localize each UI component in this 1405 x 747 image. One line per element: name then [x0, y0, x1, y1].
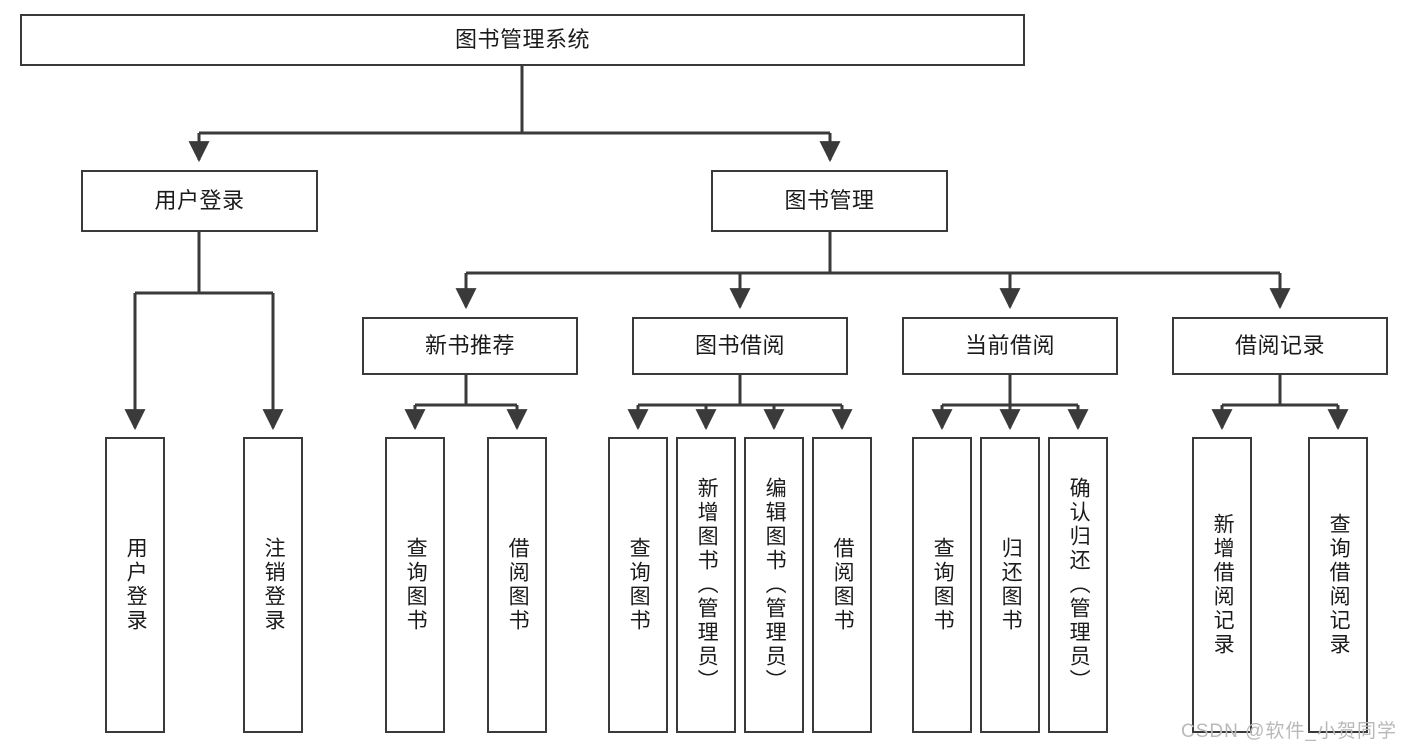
node-leaf-add-book[interactable]: 新增图书（管理员）: [676, 437, 736, 733]
node-book-borrow[interactable]: 图书借阅: [632, 317, 848, 375]
node-label: 当前借阅: [964, 332, 1055, 358]
node-borrow-record[interactable]: 借阅记录: [1172, 317, 1388, 375]
node-leaf-query-book-1[interactable]: 查询图书: [385, 437, 445, 733]
node-label: 用户登录: [154, 187, 245, 213]
node-leaf-query-book-2[interactable]: 查询图书: [608, 437, 668, 733]
node-leaf-add-record[interactable]: 新增借阅记录: [1192, 437, 1252, 733]
node-label: 确认归还（管理员）: [1067, 477, 1091, 693]
node-user-login[interactable]: 用户登录: [81, 170, 318, 232]
node-label: 查询图书: [404, 537, 428, 633]
watermark-text: CSDN @软件_小贺同学: [1181, 721, 1397, 742]
node-label: 查询图书: [627, 537, 651, 633]
node-leaf-edit-book[interactable]: 编辑图书（管理员）: [744, 437, 804, 733]
node-label: 图书管理: [784, 187, 875, 213]
node-leaf-user-login[interactable]: 用户登录: [105, 437, 165, 733]
node-book-management[interactable]: 图书管理: [711, 170, 948, 232]
node-label: 新增图书（管理员）: [695, 477, 719, 693]
node-leaf-return-book[interactable]: 归还图书: [980, 437, 1040, 733]
node-label: 归还图书: [999, 537, 1023, 633]
node-label: 新书推荐: [424, 332, 515, 358]
node-label: 查询借阅记录: [1327, 513, 1351, 657]
node-label: 注销登录: [262, 537, 286, 633]
node-new-book-recommend[interactable]: 新书推荐: [362, 317, 578, 375]
node-label: 图书管理系统: [454, 26, 590, 52]
node-leaf-query-book-3[interactable]: 查询图书: [912, 437, 972, 733]
node-label: 用户登录: [124, 537, 148, 633]
node-leaf-borrow-book-2[interactable]: 借阅图书: [812, 437, 872, 733]
node-current-borrow[interactable]: 当前借阅: [902, 317, 1118, 375]
node-leaf-borrow-book-1[interactable]: 借阅图书: [487, 437, 547, 733]
node-leaf-query-record[interactable]: 查询借阅记录: [1308, 437, 1368, 733]
node-label: 编辑图书（管理员）: [763, 477, 787, 693]
node-label: 借阅图书: [831, 537, 855, 633]
node-label: 借阅图书: [506, 537, 530, 633]
node-leaf-confirm-return[interactable]: 确认归还（管理员）: [1048, 437, 1108, 733]
node-label: 查询图书: [931, 537, 955, 633]
node-leaf-logout[interactable]: 注销登录: [243, 437, 303, 733]
node-label: 借阅记录: [1234, 332, 1325, 358]
node-label: 新增借阅记录: [1211, 513, 1235, 657]
node-book-management-system[interactable]: 图书管理系统: [20, 14, 1025, 66]
node-label: 图书借阅: [694, 332, 785, 358]
